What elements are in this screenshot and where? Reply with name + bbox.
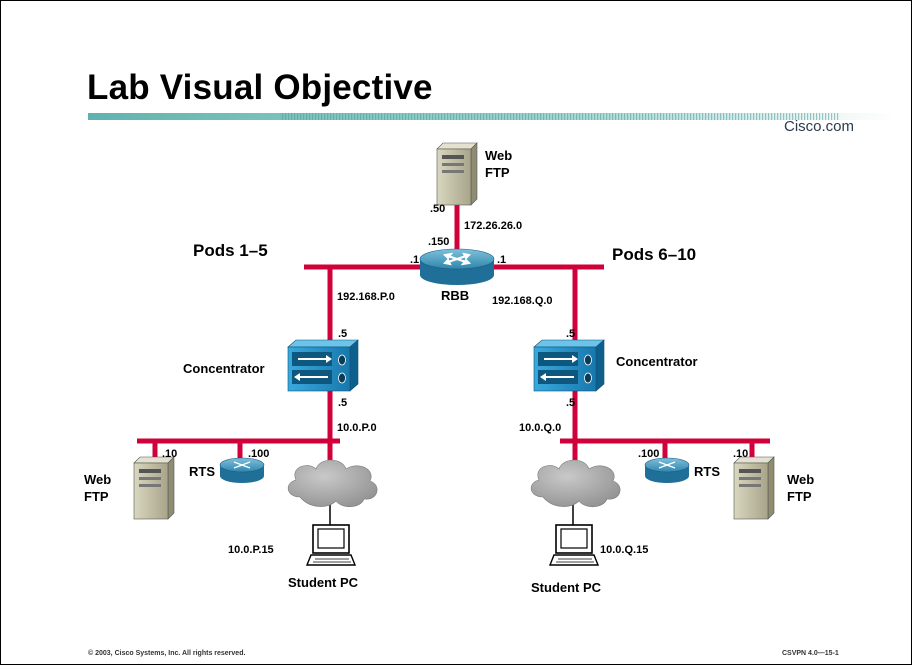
router-icon (419, 248, 495, 285)
footer-copyright: © 2003, Cisco Systems, Inc. All rights r… (88, 650, 246, 657)
server-left-host-label: .10 (162, 448, 177, 460)
conc-right-top-label: .5 (566, 328, 575, 340)
server-right-label-2: FTP (787, 489, 812, 504)
top-server-label-2: FTP (485, 165, 510, 180)
cloud-icon (530, 459, 621, 508)
cloud-icon (287, 459, 378, 508)
net-right-upper-label: 192.168.Q.0 (492, 295, 553, 307)
pc-icon (305, 524, 357, 566)
router-icon (644, 457, 690, 483)
page-title: Lab Visual Objective (87, 68, 433, 107)
rbb-left-label: .1 (410, 254, 419, 266)
rbb-top-label: .150 (428, 236, 449, 248)
server-icon (133, 456, 175, 520)
server-left-label-1: Web (84, 472, 111, 487)
server-left-label-2: FTP (84, 489, 109, 504)
rts-right-host-label: .100 (638, 448, 659, 460)
group-label-right: Pods 6–10 (612, 245, 696, 264)
net-left-upper-label: 192.168.P.0 (337, 291, 395, 303)
rbb-label: RBB (441, 288, 469, 303)
rts-left-label: RTS (189, 464, 215, 479)
top-network-label: 172.26.26.0 (464, 220, 522, 232)
pc-right-ip-label: 10.0.Q.15 (600, 544, 648, 556)
server-right-label-1: Web (787, 472, 814, 487)
router-icon (219, 457, 265, 483)
server-right-host-label: .10 (733, 448, 748, 460)
top-server-label-1: Web (485, 148, 512, 163)
conc-right-label: Concentrator (616, 354, 698, 369)
concentrator-icon (533, 339, 605, 392)
rts-left-host-label: .100 (248, 448, 269, 460)
group-label-left: Pods 1–5 (193, 241, 268, 260)
net-left-lower-label: 10.0.P.0 (337, 422, 377, 434)
rts-right-label: RTS (694, 464, 720, 479)
conc-left-label: Concentrator (183, 361, 265, 376)
pc-left-label: Student PC (288, 575, 359, 590)
top-host-label: .50 (430, 203, 445, 215)
pc-icon (548, 524, 600, 566)
header-band (88, 113, 896, 120)
conc-right-bottom-label: .5 (566, 397, 575, 409)
net-right-lower-label: 10.0.Q.0 (519, 422, 561, 434)
footer-course-id: CSVPN 4.0—15-1 (782, 650, 839, 657)
rbb-right-label: .1 (497, 254, 506, 266)
conc-left-top-label: .5 (338, 328, 347, 340)
brand-label: Cisco.com (784, 118, 855, 135)
pc-left-ip-label: 10.0.P.15 (228, 544, 274, 556)
links (137, 205, 770, 460)
conc-left-bottom-label: .5 (338, 397, 347, 409)
pc-right-label: Student PC (531, 580, 602, 595)
pc-links (329, 505, 574, 528)
server-icon (733, 456, 775, 520)
server-icon (436, 142, 478, 206)
concentrator-icon (287, 339, 359, 392)
